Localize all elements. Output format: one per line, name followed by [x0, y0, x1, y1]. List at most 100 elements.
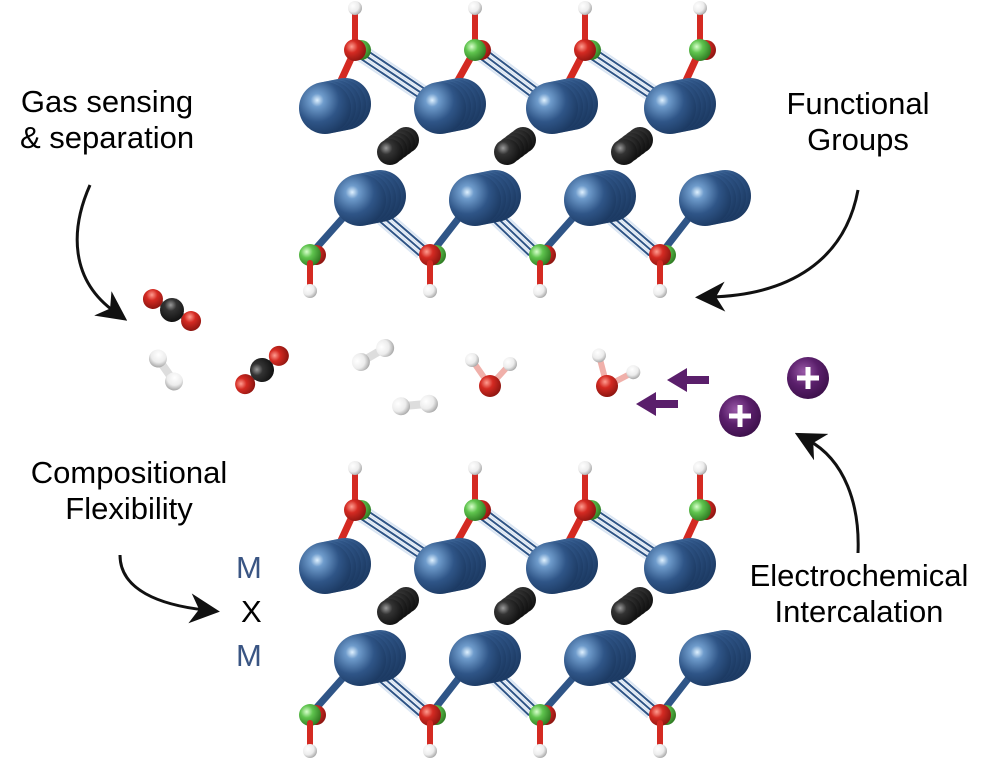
hydrogen-atom — [392, 397, 411, 416]
plus-icon-v — [737, 405, 743, 427]
hydrogen-atom — [468, 461, 482, 475]
termination-atom — [574, 39, 596, 61]
termination-atom — [529, 244, 551, 266]
metal-atom — [526, 542, 578, 594]
carbon-atom — [494, 599, 520, 625]
termination-atom — [649, 244, 671, 266]
electrochemical-intercalation-line1: Electrochemical — [749, 558, 969, 593]
hydrogen-atom — [348, 461, 362, 475]
carbon-atom — [611, 139, 637, 165]
compositional-flexibility-label: Compositional Flexibility — [6, 455, 252, 527]
h2o-molecule — [465, 353, 517, 397]
hydrogen-atom — [348, 1, 362, 15]
oxygen-atom — [268, 345, 289, 366]
carbon-atom — [377, 599, 403, 625]
termination-atom — [689, 39, 711, 61]
hydrogen-atom — [578, 461, 592, 475]
hydrogen-atom — [468, 1, 482, 15]
mxene-sheet-top — [299, 1, 751, 298]
metal-atom — [299, 82, 351, 134]
termination-atom — [419, 704, 441, 726]
gas-sensing-line1: Gas sensing — [20, 84, 194, 119]
termination-atom — [344, 39, 366, 61]
metal-atom — [679, 174, 731, 226]
carbon-atom — [160, 298, 184, 322]
hydrogen-atom — [376, 339, 395, 357]
hydrogen-atom — [533, 284, 547, 298]
functional-groups-arrow — [695, 189, 860, 312]
bond-layer — [357, 46, 441, 110]
h2-molecule — [148, 349, 184, 391]
termination-atom — [419, 244, 441, 266]
oxygen-atom — [596, 375, 618, 397]
oxygen-atom — [142, 289, 163, 309]
termination-atom — [464, 39, 486, 61]
metal-atom — [526, 82, 578, 134]
metal-atom — [644, 542, 696, 594]
termination-atom — [689, 499, 711, 521]
functional-groups-line1: Functional — [786, 86, 930, 121]
h2-molecule — [351, 339, 395, 371]
cation-ion — [787, 357, 829, 399]
hydrogen-atom — [626, 365, 641, 380]
metal-atom — [334, 634, 386, 686]
intercalation-arrow — [636, 392, 678, 416]
hydrogen-atom — [503, 357, 517, 371]
functional-groups-line2: Groups — [807, 122, 909, 157]
termination-atom — [464, 499, 486, 521]
metal-atom — [564, 174, 616, 226]
mxene-sheet-bottom — [299, 461, 751, 758]
carbon-atom — [250, 358, 274, 382]
metal-atom — [449, 174, 501, 226]
hydrogen-atom — [423, 744, 437, 758]
co2-molecule — [142, 289, 202, 331]
termination-atom — [529, 704, 551, 726]
h2-molecule — [392, 394, 438, 416]
hydrogen-atom — [465, 353, 479, 367]
metal-atom — [449, 634, 501, 686]
gas-molecules — [142, 289, 641, 416]
metal-atom — [564, 634, 616, 686]
metal-atom — [644, 82, 696, 134]
carbon-atom — [494, 139, 520, 165]
cation-ion — [719, 395, 761, 437]
termination-atom — [344, 499, 366, 521]
termination-atom — [299, 704, 321, 726]
hydrogen-atom — [653, 744, 667, 758]
termination-atom — [649, 704, 671, 726]
hydrogen-atom — [303, 744, 317, 758]
hydrogen-atom — [423, 284, 437, 298]
hydrogen-atom — [303, 284, 317, 298]
compositional-arrow — [118, 554, 220, 624]
carbon-atom — [611, 599, 637, 625]
gas-arrow — [75, 184, 128, 321]
metal-atom — [414, 542, 466, 594]
hydrogen-atom — [693, 461, 707, 475]
compositional-flexibility-line1: Compositional — [30, 455, 228, 490]
hydrogen-atom — [419, 394, 438, 413]
metal-atom — [679, 634, 731, 686]
hydrogen-atom — [653, 284, 667, 298]
mxene-layers — [299, 1, 751, 758]
gas-sensing-line2: & separation — [20, 120, 195, 155]
hydrogen-atom — [351, 353, 370, 371]
gas-sensing-label: Gas sensing & separation — [20, 84, 194, 156]
hydrogen-atom — [578, 1, 592, 15]
hydrogen-atom — [693, 1, 707, 15]
metal-atom — [334, 174, 386, 226]
compositional-flexibility-line2: Flexibility — [65, 491, 193, 526]
termination-atom — [574, 499, 596, 521]
intercalation-arrow — [667, 368, 709, 392]
oxygen-atom — [181, 311, 202, 331]
annotation-arrows — [75, 184, 860, 624]
formula-m-bottom: M — [236, 638, 262, 673]
carbon-atom — [377, 139, 403, 165]
oxygen-atom — [479, 375, 501, 397]
formula-x: X — [241, 594, 262, 629]
functional-groups-label: Functional Groups — [768, 86, 948, 158]
formula-m-top: M — [236, 550, 262, 585]
hydrogen-atom — [148, 349, 167, 368]
hydrogen-atom — [165, 372, 184, 391]
